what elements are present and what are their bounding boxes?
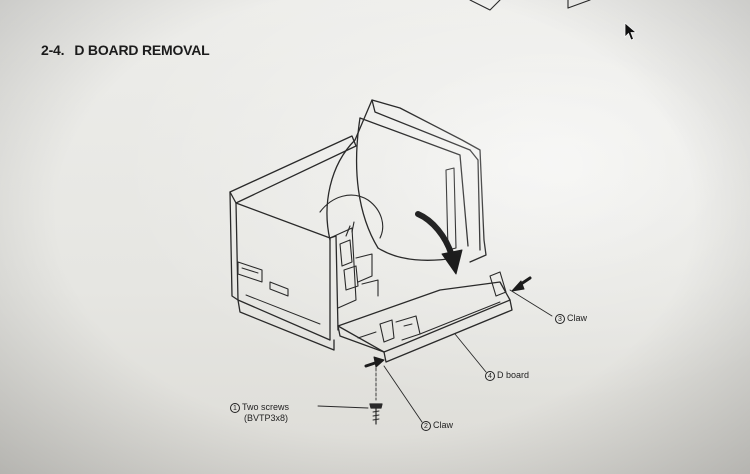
top-edge-sketch: [469, 0, 591, 11]
callout-number: 4: [485, 370, 495, 381]
d-board: [337, 271, 513, 363]
screw: [369, 367, 383, 425]
section-number: 2-4.: [41, 42, 65, 58]
rotate-arrow: [415, 211, 463, 275]
mouse-cursor-icon: [624, 22, 638, 41]
callout-number: 1: [230, 402, 240, 413]
callout-text: Claw: [567, 313, 588, 323]
chassis-frame: [229, 135, 357, 351]
section-title: D BOARD REMOVAL: [74, 42, 210, 58]
callout-text: D board: [497, 370, 530, 380]
callout-number: 3: [555, 313, 565, 324]
bracket-assembly: [329, 221, 379, 309]
claw-arrows: [364, 276, 532, 368]
leader-lines: [317, 289, 553, 423]
callout-text: Claw: [433, 420, 454, 430]
callout-number: 2: [421, 420, 431, 431]
section-heading: 2-4. D BOARD REMOVAL: [41, 42, 210, 58]
callout-text: Two screws: [242, 402, 290, 412]
crt-tube: [319, 99, 487, 263]
callout-subtext: (BVTP3x8): [244, 413, 289, 423]
